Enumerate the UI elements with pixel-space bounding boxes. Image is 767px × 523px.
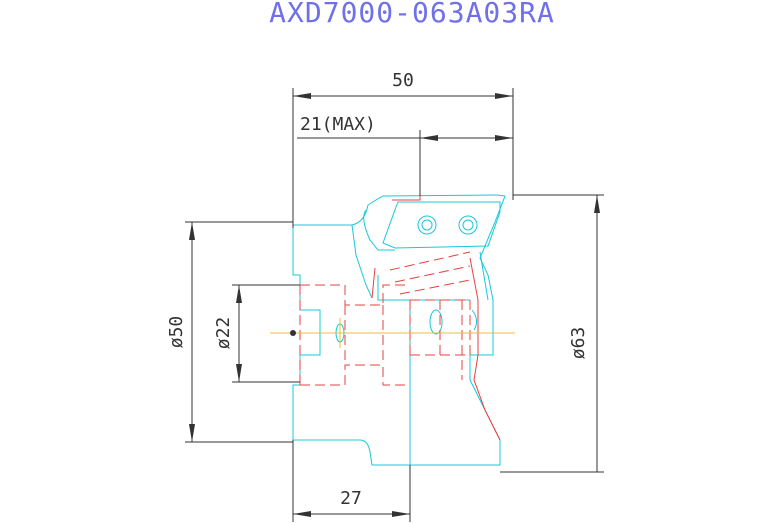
hidden-lines [299, 196, 501, 441]
screw-icon [458, 215, 478, 235]
dimension-hub-length: 27 [292, 440, 411, 522]
dimension-cutting-diameter: ø63 [500, 194, 604, 473]
dimension-label: ø50 [166, 316, 187, 349]
dimension-label: 50 [392, 70, 414, 91]
dimension-label: 21(MAX) [300, 114, 376, 135]
drawing-title: AXD7000-063A03RA [269, 0, 555, 29]
screw-icon [417, 215, 437, 235]
dimension-body-diameter: ø50 [166, 221, 293, 443]
part-outline [292, 194, 506, 466]
dimension-label: 27 [340, 488, 362, 509]
dimension-bore-diameter: ø22 [213, 284, 300, 383]
dimension-overall-length: 50 [292, 70, 514, 228]
dimension-max-depth: 21(MAX) [297, 114, 513, 196]
dimension-label: ø63 [568, 327, 589, 360]
dimension-label: ø22 [213, 317, 234, 350]
insert [382, 201, 501, 249]
center-mark [290, 330, 296, 336]
